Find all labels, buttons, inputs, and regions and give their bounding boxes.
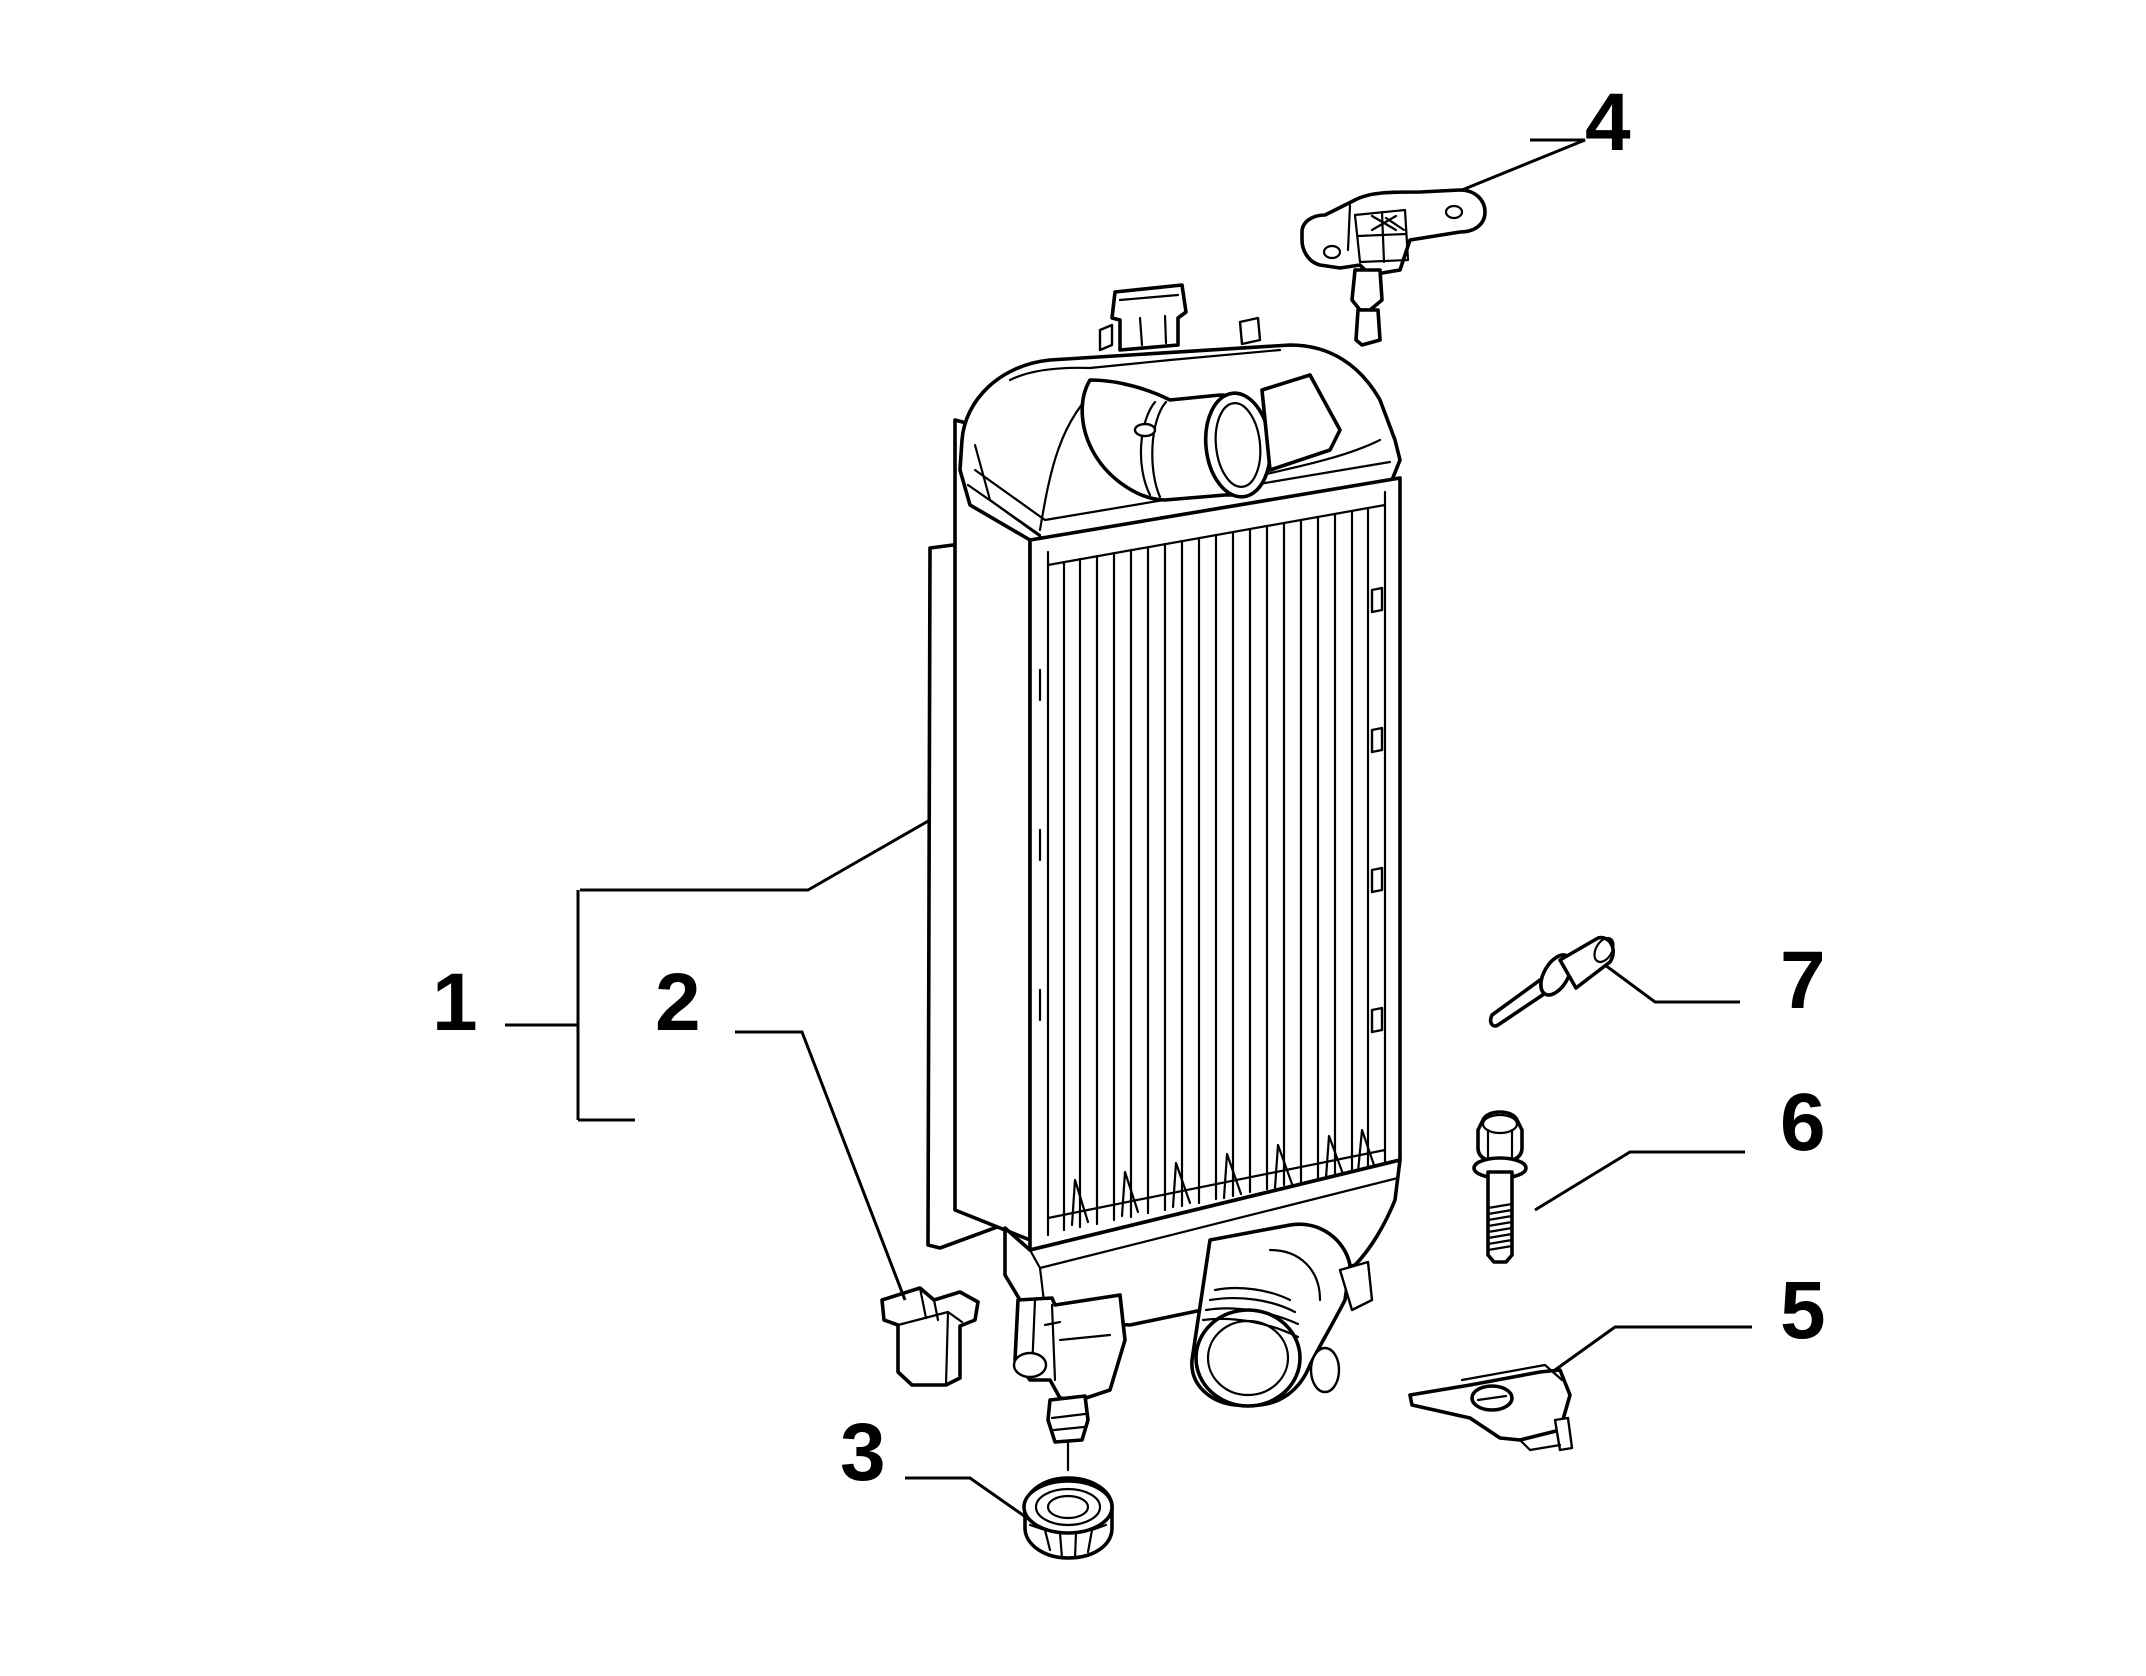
leader-lines	[505, 138, 1752, 1522]
callout-2: 2	[655, 957, 701, 1048]
callout-4: 4	[1585, 77, 1631, 168]
callout-labels: 1 2 3 4 5 6 7	[432, 77, 1826, 1498]
nut-clip-part-5	[1408, 1363, 1574, 1452]
callout-3: 3	[840, 1407, 886, 1498]
intercooler-fins	[1062, 506, 1377, 1232]
intercooler-part-1	[926, 283, 1402, 1472]
callout-6: 6	[1780, 1077, 1826, 1168]
callout-7: 7	[1780, 935, 1826, 1026]
clip-part-2	[880, 1286, 980, 1387]
callout-1: 1	[432, 957, 478, 1048]
rivet-part-7	[1488, 935, 1615, 1028]
bolt-part-6	[1472, 1110, 1528, 1264]
bracket-part-4	[1300, 188, 1487, 347]
drain-plug-part-3	[1022, 1476, 1114, 1560]
callout-5: 5	[1780, 1265, 1826, 1356]
